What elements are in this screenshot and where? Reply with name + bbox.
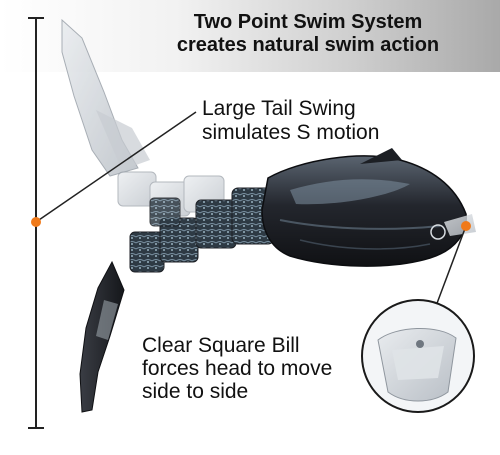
callout-lines xyxy=(35,111,467,307)
bill-magnifier xyxy=(361,299,475,413)
bill-callout-dot xyxy=(461,221,471,231)
lower-tail xyxy=(79,260,125,413)
tail-callout-dot xyxy=(31,217,41,227)
body-segments xyxy=(129,187,275,273)
bill-callout-line-2: forces head to move xyxy=(142,357,333,380)
tail-callout-line-1: Large Tail Swing xyxy=(202,97,356,120)
bill-callout-line-1: Clear Square Bill xyxy=(142,334,300,357)
headline-line-2: creates natural swim action xyxy=(176,34,440,56)
bill-callout-line-3: side to side xyxy=(142,380,249,403)
headline-line-1: Two Point Swim System xyxy=(193,11,423,33)
lure-head xyxy=(261,148,476,267)
tail-callout-line-2: simulates S motion xyxy=(202,121,380,144)
